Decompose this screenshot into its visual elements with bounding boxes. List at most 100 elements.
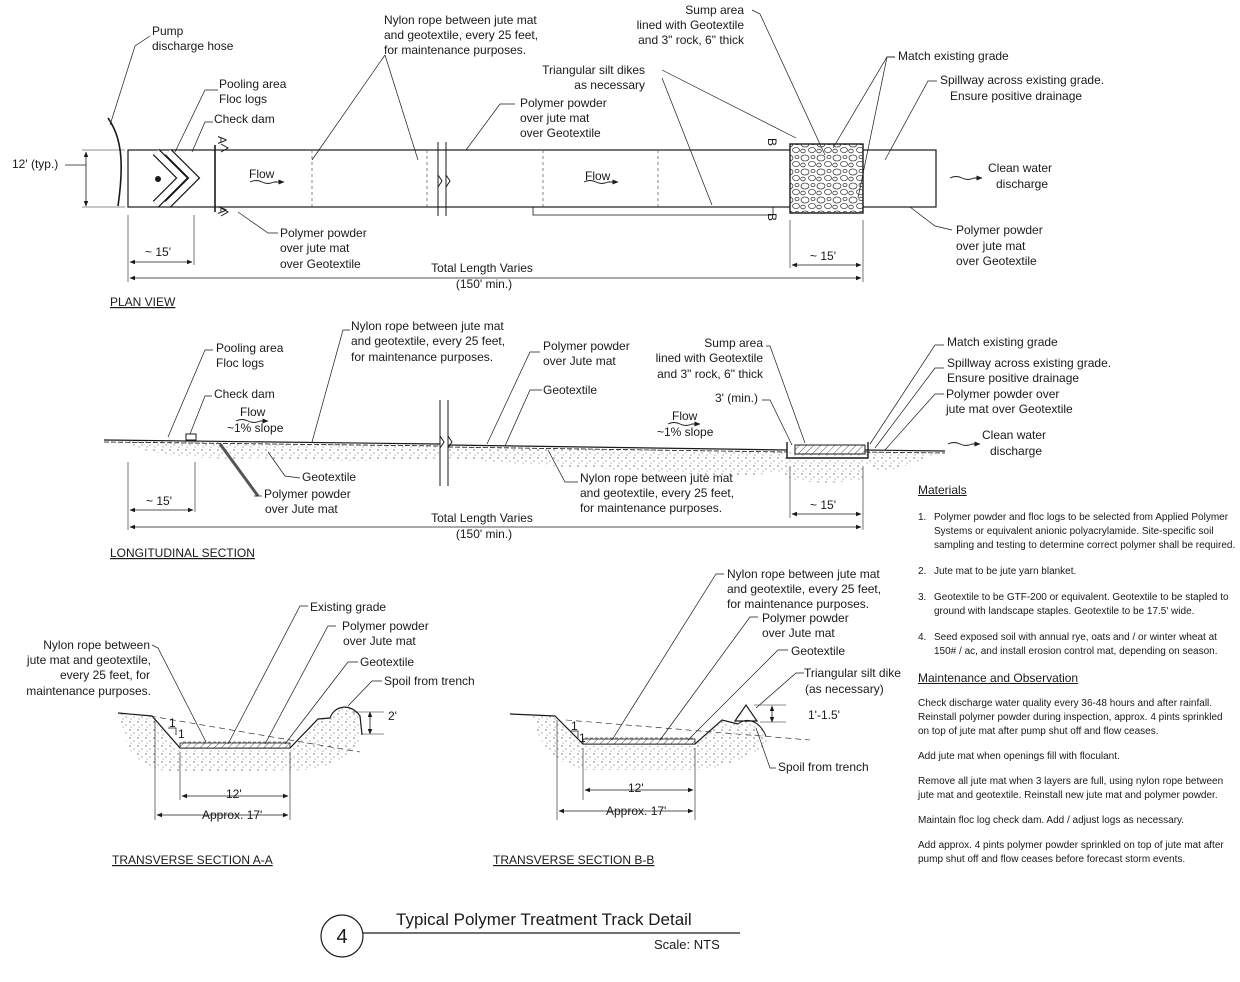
longitudinal-section xyxy=(103,329,981,530)
marker-a-top: A xyxy=(215,136,229,144)
label-match-grade: Match existing grade xyxy=(898,49,1009,63)
label-width: 12' (typ.) xyxy=(12,157,58,171)
sec-b-label-silt-dike-2: (as necessary) xyxy=(805,682,884,696)
materials-item-text: Jute mat to be jute yarn blanket. xyxy=(934,566,1077,577)
long-label-polymer-right-2: jute mat over Geotextile xyxy=(945,402,1073,416)
sec-b-slope-run: 1 xyxy=(579,731,586,745)
long-label-match-grade: Match existing grade xyxy=(947,335,1058,349)
sec-a-label-spoil: Spoil from trench xyxy=(384,674,475,688)
long-label-clean-water-1: Clean water xyxy=(982,428,1046,442)
long-label-flow-right-2: ~1% slope xyxy=(657,425,714,439)
label-flow-left: Flow xyxy=(249,167,275,181)
long-label-total-length-1: Total Length Varies xyxy=(431,511,533,525)
sec-b-label-top-width: Approx. 17' xyxy=(606,804,666,818)
materials-heading: Materials xyxy=(918,483,967,497)
sec-a-label-polymer-2: over Jute mat xyxy=(343,634,416,648)
plan-silt-dikes xyxy=(532,206,774,216)
sec-a-label-bottom-width: 12' xyxy=(226,787,242,801)
long-label-check-dam: Check dam xyxy=(214,387,275,401)
long-label-total-length-2: (150' min.) xyxy=(456,527,512,541)
sec-b-label-dike-height: 1'-1.5' xyxy=(808,708,840,722)
long-label-geotextile-bottom: Geotextile xyxy=(302,470,356,484)
long-label-sump-2: lined with Geotextile xyxy=(656,351,764,365)
sec-a-slope-run: 1 xyxy=(178,727,185,741)
label-check-dam: Check dam xyxy=(214,112,275,126)
label-silt-dikes-2: as necessary xyxy=(574,78,645,92)
transverse-section-b xyxy=(509,573,811,820)
long-label-pooling-2: Floc logs xyxy=(216,356,264,370)
long-label-nylon-3: for maintenance purposes. xyxy=(351,350,493,364)
long-label-polymer-bottom-1: Polymer powder xyxy=(264,487,351,501)
sec-b-label-bottom-width: 12' xyxy=(628,781,644,795)
notes-panel: Materials 1. Polymer powder and floc log… xyxy=(918,483,1236,878)
detail-number-circle xyxy=(320,914,364,958)
sec-a-label-polymer-1: Polymer powder xyxy=(342,619,429,633)
materials-item-number: 3. xyxy=(918,592,927,603)
sec-b-label-nylon-2: and geotextile, every 25 feet, xyxy=(727,582,881,596)
label-nylon-1: Nylon rope between jute mat xyxy=(384,13,537,27)
label-nylon-2: and geotextile, every 25 feet, xyxy=(384,28,538,42)
label-polymer-right-1: Polymer powder xyxy=(956,223,1043,237)
long-label-nylon-bottom-1: Nylon rope between jute mat xyxy=(580,471,733,485)
long-label-flow-left-2: ~1% slope xyxy=(227,421,284,435)
long-label-polymer-right-1: Polymer powder over xyxy=(946,387,1059,401)
sec-a-label-geotextile: Geotextile xyxy=(360,655,414,669)
long-label-sump-1: Sump area xyxy=(704,336,763,350)
detail-title: Typical Polymer Treatment Track Detail xyxy=(396,910,692,929)
label-silt-dikes-1: Triangular silt dikes xyxy=(542,63,645,77)
marker-b-bottom: B xyxy=(765,213,779,221)
long-label-nylon-1: Nylon rope between jute mat xyxy=(351,319,504,333)
sec-a-label-nylon-2: jute mat and geotextile, xyxy=(26,653,151,667)
label-polymer-top-1: Polymer powder xyxy=(520,96,607,110)
materials-item: 4. Seed exposed soil with annual rye, oa… xyxy=(918,631,1236,659)
label-spillway-1: Spillway across existing grade. xyxy=(940,73,1104,87)
label-pump-hose-1: Pump xyxy=(152,24,184,38)
sec-b-label-polymer-1: Polymer powder xyxy=(762,611,849,625)
materials-item-text: Seed exposed soil with annual rye, oats … xyxy=(934,632,1218,657)
title-block: 4 Typical Polymer Treatment Track Detail… xyxy=(320,910,740,958)
label-polymer-bottom-1: Polymer powder xyxy=(280,226,367,240)
long-label-flow-right-1: Flow xyxy=(672,409,698,423)
label-sump-3: and 3" rock, 6" thick xyxy=(638,33,745,47)
section-a-soil xyxy=(118,707,362,772)
long-label-dim-15-right: ~ 15' xyxy=(810,498,836,512)
maintenance-item: Remove all jute mat when 3 layers are fu… xyxy=(918,776,1224,801)
long-label-dim-15-left: ~ 15' xyxy=(146,494,172,508)
label-nylon-3: for maintenance purposes. xyxy=(384,43,526,57)
long-label-flow-left-1: Flow xyxy=(240,405,266,419)
label-sump-2: lined with Geotextile xyxy=(637,18,745,32)
long-label-polymer-bottom-2: over Jute mat xyxy=(265,502,338,516)
label-total-length-1: Total Length Varies xyxy=(431,261,533,275)
sec-a-label-top-width: Approx. 17' xyxy=(202,808,262,822)
long-label-pooling-1: Pooling area xyxy=(216,341,284,355)
materials-item-number: 4. xyxy=(918,632,927,643)
plan-floc-logs xyxy=(152,148,201,208)
plan-view xyxy=(65,9,983,282)
section-b-soil xyxy=(532,716,768,770)
long-label-sump-depth: 3' (min.) xyxy=(715,391,758,405)
detail-number: 4 xyxy=(336,926,347,948)
sec-a-label-nylon-4: maintenance purposes. xyxy=(26,684,151,698)
sec-b-slope-rise: 1 xyxy=(571,719,578,733)
label-polymer-right-3: over Geotextile xyxy=(956,254,1037,268)
longitudinal-labels: Pooling area Floc logs Check dam Nylon r… xyxy=(110,319,1111,560)
label-polymer-top-3: over Geotextile xyxy=(520,126,601,140)
long-label-polymer-top-2: over Jute mat xyxy=(543,354,616,368)
sec-a-label-existing-grade: Existing grade xyxy=(310,600,386,614)
longitudinal-check-dam xyxy=(185,433,197,441)
plan-view-title: PLAN VIEW xyxy=(110,295,176,309)
transverse-section-a xyxy=(117,605,384,820)
longitudinal-soil xyxy=(118,441,440,461)
plan-sump xyxy=(789,143,864,214)
materials-item-text: Polymer powder and floc logs to be selec… xyxy=(934,512,1236,551)
maintenance-item: Maintain floc log check dam. Add / adjus… xyxy=(918,815,1185,826)
longitudinal-sump xyxy=(794,444,866,455)
section-b-title: TRANSVERSE SECTION B-B xyxy=(493,853,654,867)
long-label-clean-water-2: discharge xyxy=(990,444,1042,458)
sec-b-label-geotextile: Geotextile xyxy=(791,644,845,658)
plan-labels: Pump discharge hose Pooling area Floc lo… xyxy=(12,3,1104,309)
label-dim-15-left: ~ 15' xyxy=(145,245,171,259)
materials-item: 1. Polymer powder and floc logs to be se… xyxy=(918,511,1236,553)
materials-item: 2. Jute mat to be jute yarn blanket. xyxy=(918,565,1236,579)
